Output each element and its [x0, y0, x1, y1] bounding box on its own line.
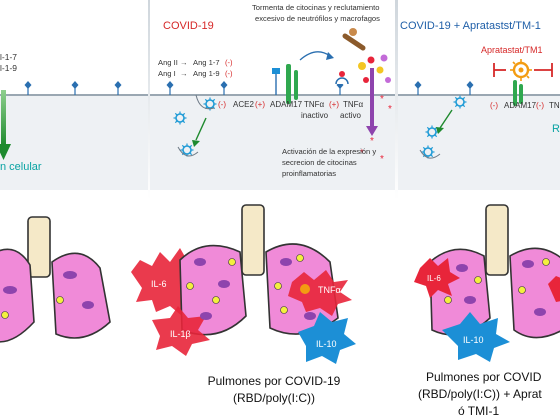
- lungs-right-caption-3: ó TMI-1: [458, 404, 499, 418]
- ang19-minus: (-): [225, 69, 233, 78]
- cytokine-burst-icon: [288, 270, 352, 316]
- tnfa-active-label: TNFα: [343, 100, 364, 109]
- adam17-minus: (-): [490, 101, 498, 110]
- cell-panels: [0, 0, 560, 200]
- lungs-right: IL-6 IL-10 Pulmones por COVID (RBD/poly(…: [414, 204, 560, 418]
- lung-spots: [186, 254, 316, 320]
- cytokine-burst-icon: [414, 258, 460, 298]
- arrow-1: →: [180, 58, 188, 67]
- right-partial-r: R: [552, 123, 560, 135]
- lungs-right-caption-2: (RBD/poly(I:C)) + Aprat: [418, 387, 542, 401]
- storm-line-1: Tormenta de citocinas y reclutamiento: [252, 3, 379, 12]
- storm-line-2: excesivo de neutrófilos y macrofagos: [255, 14, 380, 23]
- panel-middle-cytoplasm: [150, 95, 395, 190]
- adam17-label: ADAM17: [270, 100, 303, 109]
- activation-line-3: proinflamatorias: [282, 169, 336, 178]
- il10-label-right: IL-10: [463, 335, 484, 345]
- left-ang19-label: l-1-9: [0, 63, 17, 73]
- panel-middle: COVID-19 Tormenta de citocinas y recluta…: [158, 3, 392, 178]
- adam17-protease-right: [513, 80, 523, 106]
- panel-right-cytoplasm: [398, 95, 560, 190]
- il6-label-right: IL-6: [427, 274, 441, 283]
- right-title: COVID-19 + Apratastst/TM-1: [400, 20, 541, 32]
- ang17-minus: (-): [225, 58, 233, 67]
- inactivo-label: inactivo: [301, 111, 329, 120]
- release-arrow: [299, 51, 331, 61]
- il6-label: IL-6: [151, 279, 167, 289]
- arrow-2: →: [180, 69, 188, 78]
- activation-line-2: secrecion de citocinas: [282, 158, 357, 167]
- endocytosis-vesicle: [177, 146, 199, 157]
- adam17-protease: [272, 64, 298, 104]
- il10-label: IL-10: [316, 339, 337, 349]
- internalize-arrow-right: [439, 109, 453, 129]
- neutrophil-icon: [342, 28, 391, 83]
- panel-divider-2: [395, 0, 398, 200]
- lungs-left: [0, 216, 111, 343]
- lung-spots-right: [444, 258, 550, 316]
- lungs-middle: IL-6 TNFα IL-1β IL-10 Pulmones por COVID…: [131, 204, 356, 405]
- adam17-plus: (+): [255, 100, 265, 109]
- ang2-label: Ang II: [158, 58, 178, 67]
- tnf-partial-label: TNF: [549, 101, 560, 110]
- svg-text:*: *: [380, 154, 384, 165]
- inhibitor-tm1-icon: [493, 59, 553, 81]
- receptor-icon: [413, 80, 475, 96]
- ace2-label: ACE2: [233, 100, 254, 109]
- cytokine-burst-icon: [152, 306, 210, 356]
- tnf-minus: (-): [536, 101, 544, 110]
- tnfa-lung-label: TNFα: [318, 285, 341, 295]
- lungs-right-caption-1: Pulmones por COVID: [426, 370, 542, 384]
- svg-text:*: *: [388, 104, 392, 115]
- ang19-label: Ang 1-9: [193, 69, 220, 78]
- tnfa-inactive-label: TNFα: [304, 100, 325, 109]
- svg-text:*: *: [380, 94, 384, 105]
- endocytosis-vesicle-right: [419, 149, 441, 159]
- tnfa-active-plus: (+): [329, 100, 339, 109]
- svg-text:*: *: [360, 148, 364, 159]
- cytokine-burst-icon: [548, 276, 560, 302]
- activo-label: activo: [340, 111, 361, 120]
- cytokine-burst-icon: [298, 312, 356, 364]
- receptor-icon: [165, 80, 345, 96]
- internalize-arrow: [195, 117, 207, 141]
- arrow-down-icon: [0, 90, 11, 160]
- endocytosis-curve: [195, 94, 215, 110]
- ace2-minus: (-): [218, 100, 226, 109]
- middle-title: COVID-19: [163, 20, 214, 32]
- cytokine-star: * * * * *: [360, 94, 392, 165]
- cytokine-burst-icon: [442, 312, 510, 362]
- panel-right: COVID-19 + Apratastst/TM-1 Apratastat/TM…: [400, 20, 560, 160]
- left-caption: n celular: [0, 161, 42, 173]
- tnf-receptor: [335, 71, 349, 85]
- ang17-label: Ang 1-7: [193, 58, 220, 67]
- lungs-middle-caption-2: (RBD/poly(I:C)): [233, 391, 315, 405]
- panel-divider-1: [148, 0, 150, 200]
- panel-left-cytoplasm: [0, 95, 148, 190]
- lungs-middle-caption-1: Pulmones por COVID-19: [208, 374, 341, 388]
- adam17-label-right: ADAM17: [504, 101, 537, 110]
- receptor-icon: [23, 80, 123, 96]
- ang1-label: Ang I: [158, 69, 176, 78]
- activation-line-1: Activación de la expresión y: [282, 147, 376, 156]
- left-ang17-label: l-1-7: [0, 52, 17, 62]
- inhibitor-label: Apratastat/TM1: [481, 45, 543, 55]
- panel-left: l-1-7 l-1-9 n celular: [0, 52, 123, 173]
- svg-text:*: *: [370, 136, 374, 147]
- il1b-label: IL-1β: [170, 329, 191, 339]
- signal-bar: [370, 68, 374, 128]
